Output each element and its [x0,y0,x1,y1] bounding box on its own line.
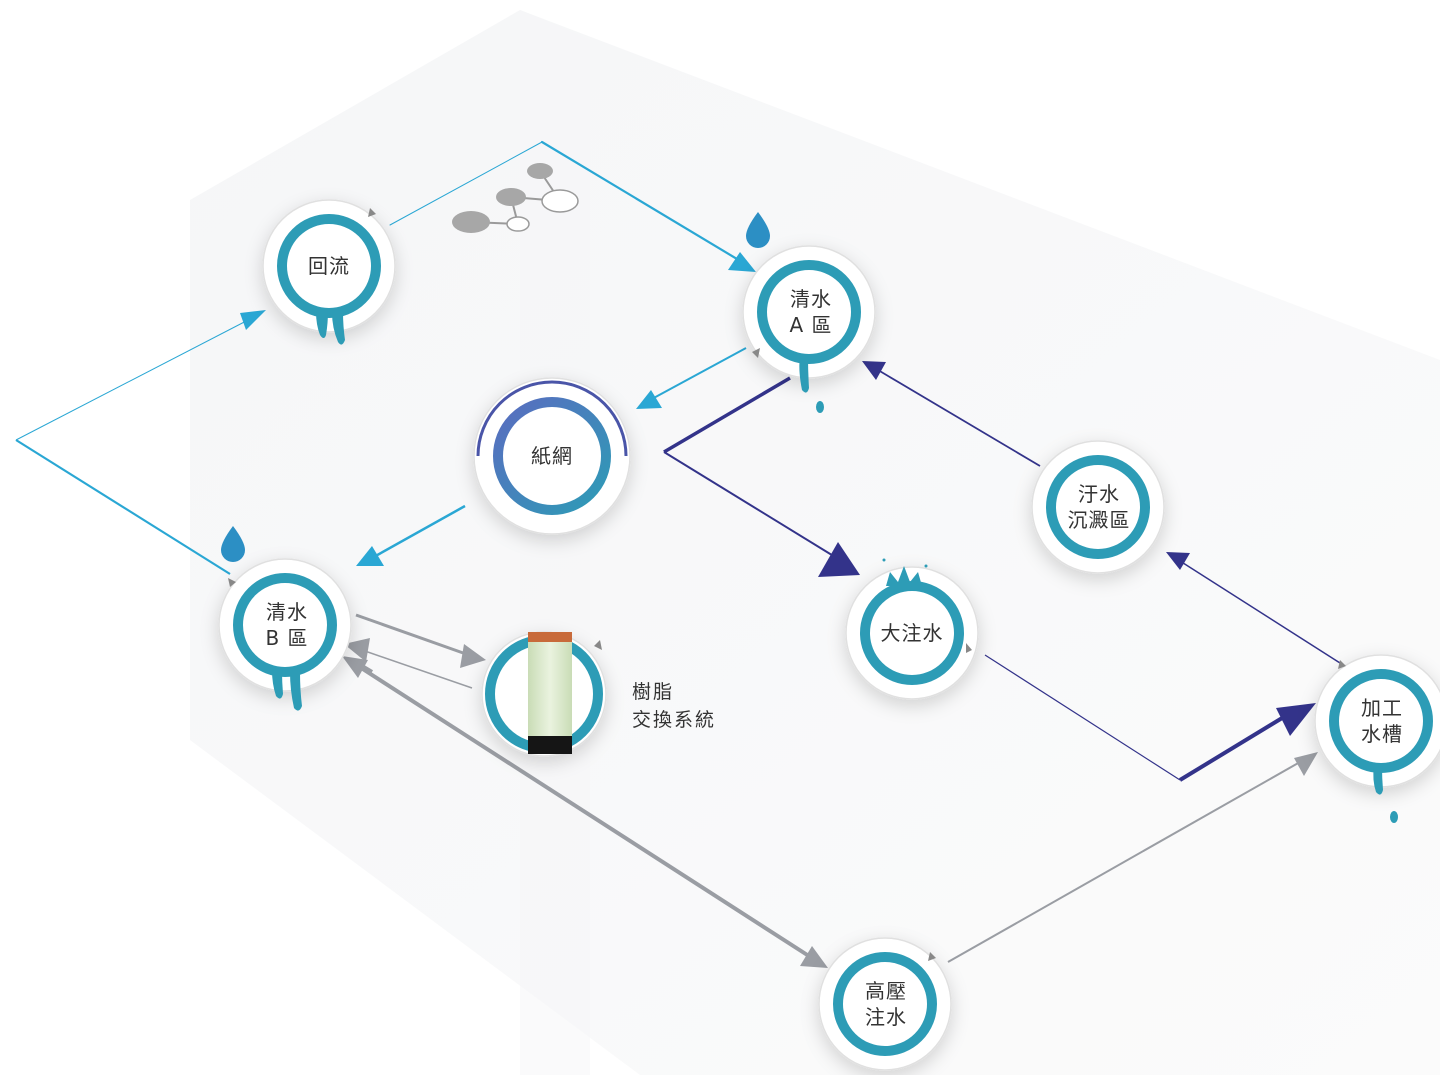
drip-icon [272,670,302,711]
node-qingshui-b [218,558,352,711]
background-plane [190,10,1440,1075]
flow-dazhushui-to-jiagong [984,654,1316,782]
node-label-gaoya: 高壓 注水 [865,978,907,1030]
flow-wushui-to-qingshui-a [862,361,1041,467]
node-zhiwang [473,377,631,535]
flow-qingshui-b-to-resin [355,613,486,668]
label-text: 回流 [308,254,350,278]
node-label-huiliu: 回流 [308,253,350,279]
resin-tank-icon [528,632,572,754]
node-label-jiagong: 加工 水槽 [1361,695,1403,747]
splash-icon [882,558,928,586]
label-line-1: 清水 [789,287,832,311]
flow-zhiwang-to-qingshui-b [356,504,466,566]
node-label-qingshui-b: 清水 B 區 [265,599,308,651]
drip-icon [316,311,345,345]
drip-icon [1373,766,1398,823]
label-line-2: 交換系統 [632,709,717,731]
label-line-1: 清水 [265,600,308,624]
label-line-1: 樹脂 [632,681,675,703]
label-text: 紙網 [531,444,573,468]
drip-icon [799,356,824,413]
node-resin [481,631,607,757]
node-qingshui-a [742,245,876,413]
flow-qingshui-b-to-gaoya [342,656,828,968]
flow-jiagong-to-wushui [1166,552,1341,664]
label-line-2: 沉澱區 [1067,508,1131,532]
node-label-wushui: 汙水 沉澱區 [1068,481,1131,533]
node-label-dazhushui: 大注水 [881,620,944,646]
node-label-zhiwang: 紙網 [531,443,573,469]
node-jiagong [1314,654,1440,823]
label-line-1: 汙水 [1078,482,1120,506]
water-drop-icon [221,526,245,562]
flow-huiliu-to-qingshui-a [389,140,756,272]
label-line-2: 水槽 [1361,722,1403,746]
label-line-2: 注水 [865,1005,907,1029]
flow-qingshui-b-to-huiliu [15,310,266,575]
molecule-icon [452,163,579,233]
node-dazhushui [845,558,979,700]
flow-gaoya-to-jiagong [947,752,1318,963]
flow-qingshui-a-to-dazhushui [663,376,860,577]
flow-resin-to-qingshui-b [344,638,473,689]
node-label-resin: 樹脂 交換系統 [632,678,716,734]
node-gaoya [818,937,952,1071]
node-wushui [1031,440,1165,574]
flow-qingshui-a-to-zhiwang [636,347,747,409]
water-drop-icon [746,212,770,248]
label-text: 大注水 [880,621,944,645]
label-line-2: B 區 [265,626,309,650]
node-huiliu [262,199,396,345]
label-line-1: 加工 [1361,696,1403,720]
node-label-qingshui-a: 清水 A 區 [789,286,832,338]
label-line-2: A 區 [789,313,833,337]
label-line-1: 高壓 [865,979,907,1003]
